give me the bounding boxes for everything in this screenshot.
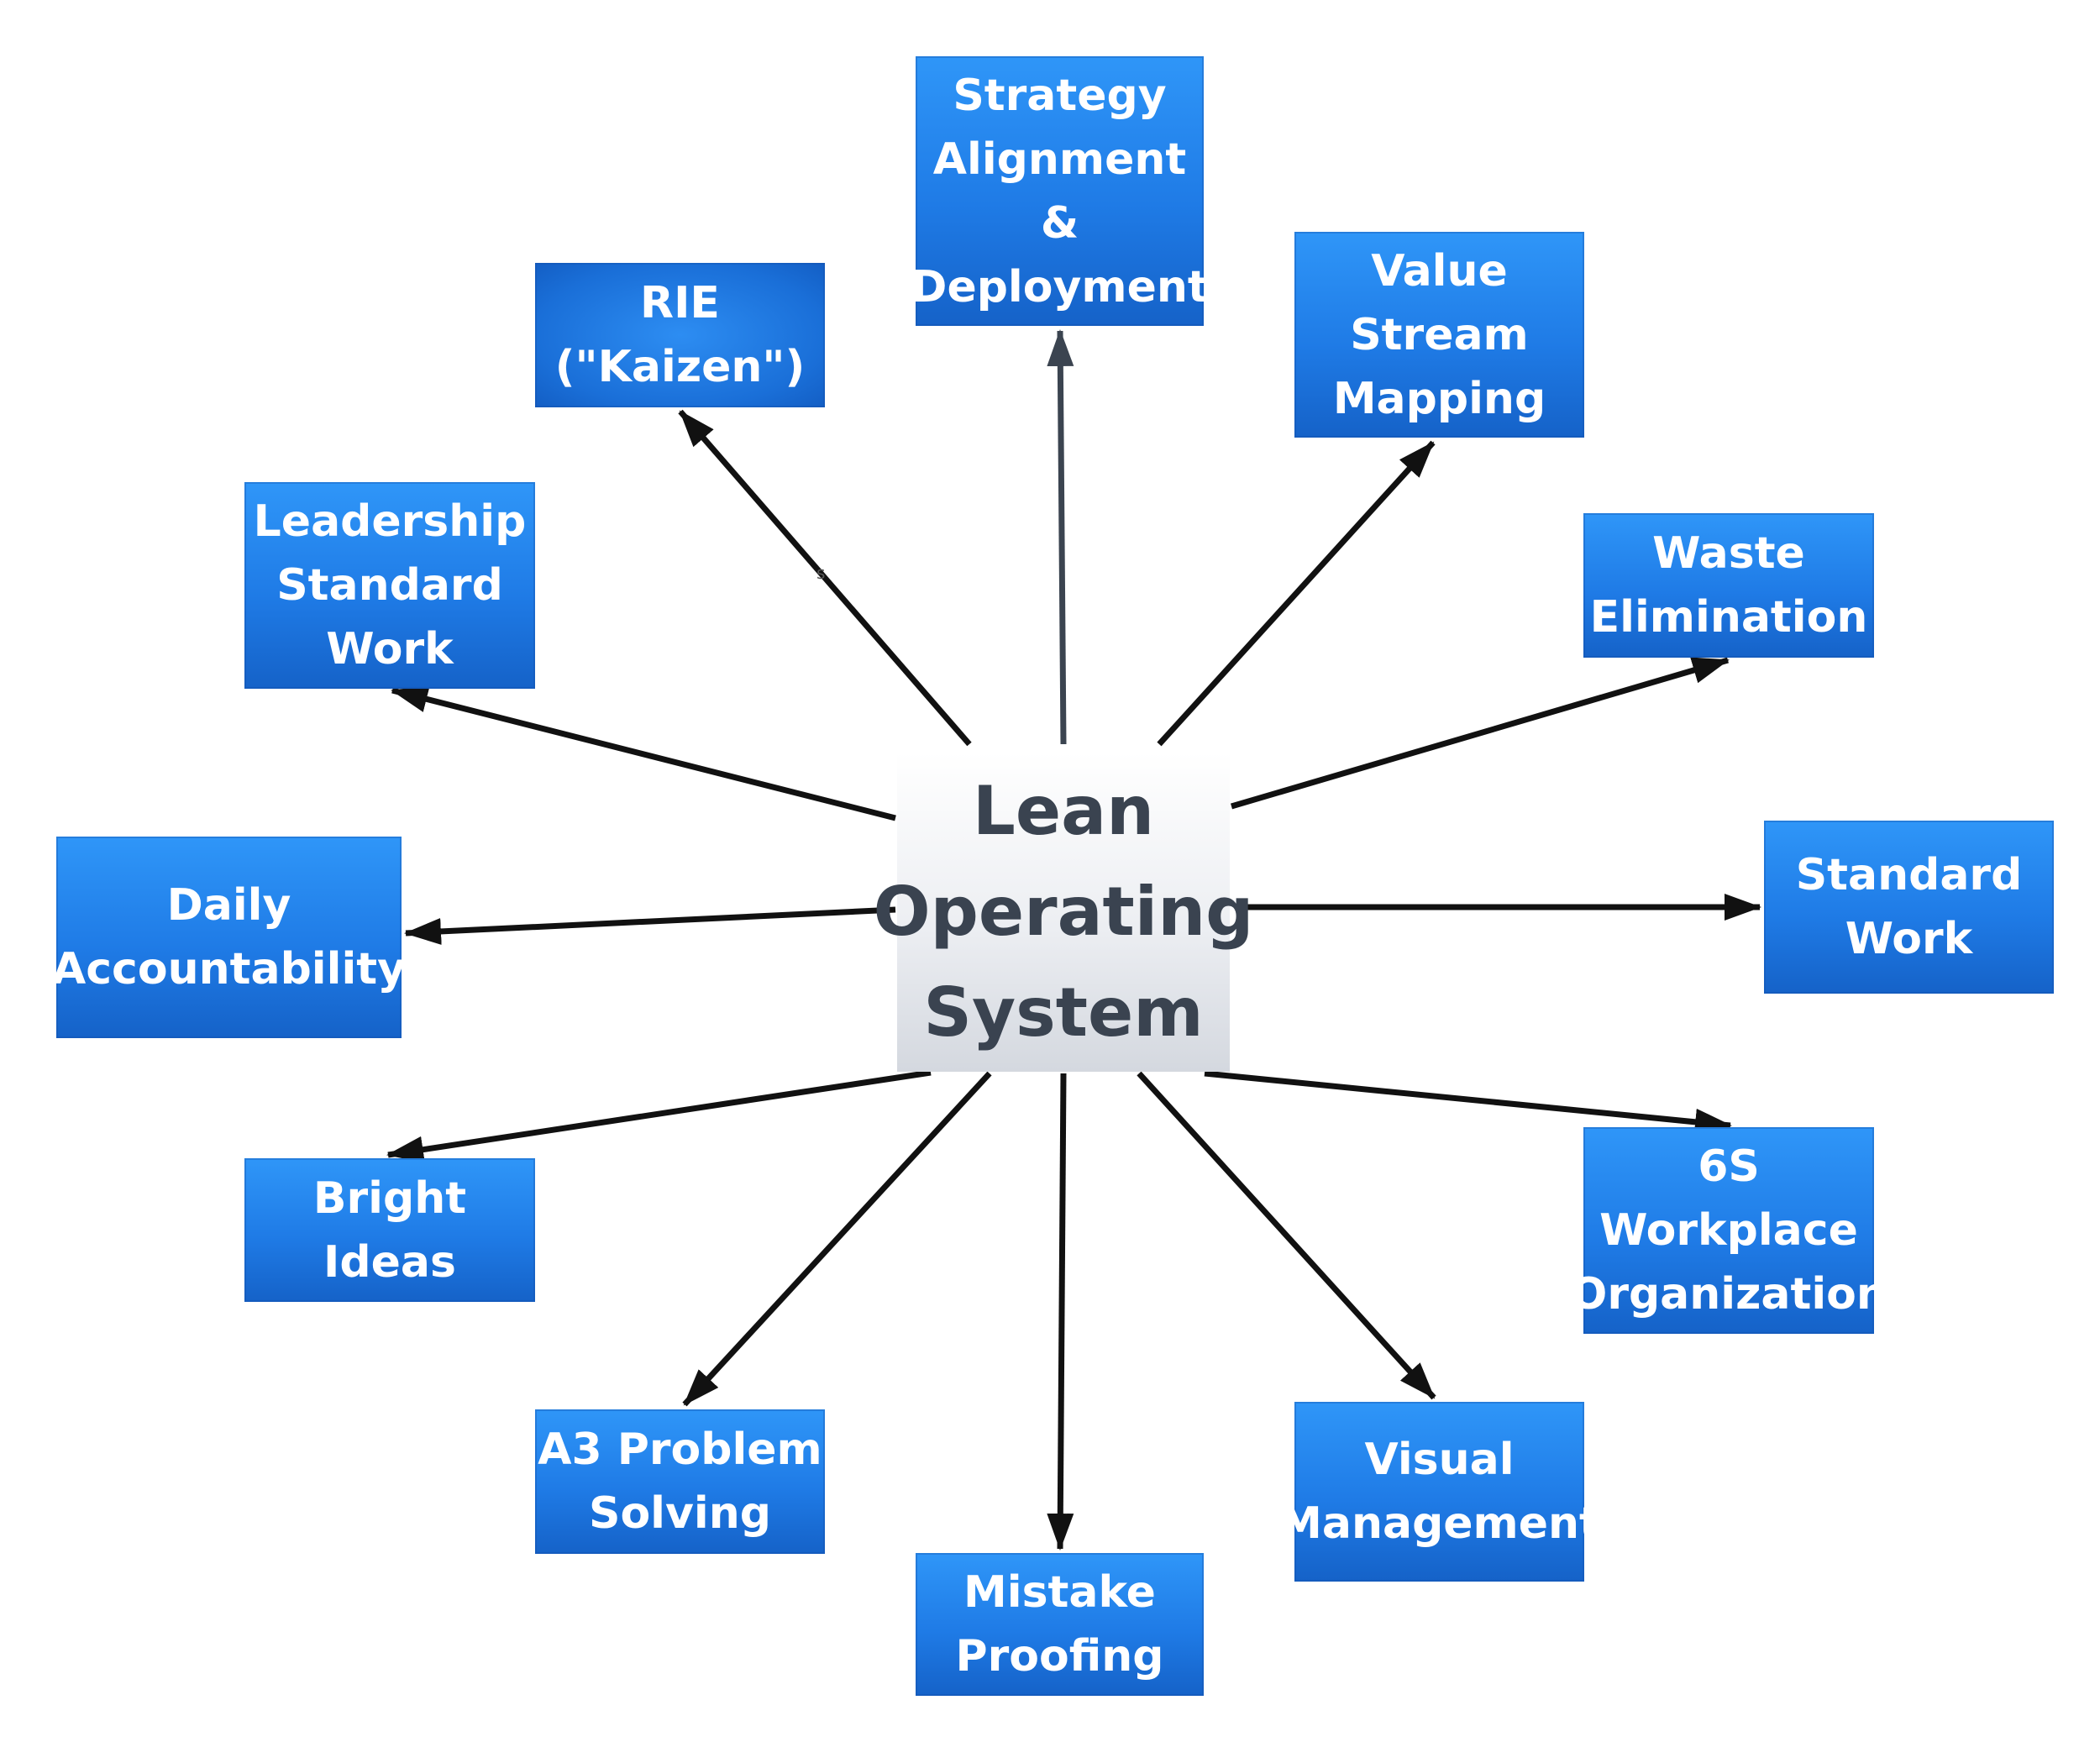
center-node-lean-operating-system: Lean Operating System xyxy=(874,753,1253,1072)
node-value-stream-mapping: Value Stream Mapping xyxy=(1294,232,1584,438)
node-visual-management: Visual Management xyxy=(1278,1402,1600,1582)
node-daily-accountability: Daily Accountability xyxy=(52,837,406,1038)
node-rie-kaizen: RIE ("Kaizen") xyxy=(535,263,825,407)
arrow-to-6s-workplace-organization xyxy=(1204,1070,1732,1136)
arrow-to-strategy-alignment-deployment xyxy=(1047,329,1074,745)
node-label: Bright Ideas xyxy=(312,1173,467,1288)
node-label: Strategy Alignment & Deployment xyxy=(911,70,1209,312)
node-strategy-alignment-deployment: Strategy Alignment & Deployment xyxy=(911,56,1209,326)
stray-mark: s xyxy=(816,563,826,583)
center-node-label: Lean Operating System xyxy=(873,772,1254,1052)
node-bright-ideas: Bright Ideas xyxy=(244,1158,535,1302)
node-label: Leadership Standard Work xyxy=(253,496,527,674)
node-6s-workplace-organization: 6S Workplace Organization xyxy=(1570,1127,1887,1334)
arrow-to-waste-elimination xyxy=(1231,657,1730,810)
node-label: 6S Workplace Organization xyxy=(1570,1141,1887,1320)
node-mistake-proofing: Mistake Proofing xyxy=(916,1553,1204,1696)
arrow-to-value-stream-mapping xyxy=(1157,440,1436,747)
node-label: A3 Problem Solving xyxy=(538,1425,822,1539)
arrow-to-a3-problem-solving xyxy=(682,1071,992,1407)
node-label: Mistake Proofing xyxy=(955,1567,1164,1682)
node-label: Daily Accountability xyxy=(51,880,407,994)
arrow-to-leadership-standard-work xyxy=(391,685,896,821)
arrow-to-bright-ideas xyxy=(386,1069,932,1163)
node-standard-work: Standard Work xyxy=(1764,821,2054,994)
node-label: Waste Elimination xyxy=(1589,528,1868,643)
node-a3-problem-solving: A3 Problem Solving xyxy=(535,1409,825,1554)
arrow-to-rie-kaizen xyxy=(678,409,972,747)
arrow-to-mistake-proofing xyxy=(1047,1073,1074,1550)
arrow-to-visual-management xyxy=(1137,1071,1436,1400)
node-label: Standard Work xyxy=(1795,850,2023,964)
node-label: Visual Management xyxy=(1278,1435,1600,1549)
node-label: Value Stream Mapping xyxy=(1332,245,1546,424)
node-waste-elimination: Waste Elimination xyxy=(1583,513,1874,658)
node-label: RIE ("Kaizen") xyxy=(554,278,806,392)
node-leadership-standard-work: Leadership Standard Work xyxy=(244,482,535,689)
arrow-to-daily-accountability xyxy=(404,906,896,945)
